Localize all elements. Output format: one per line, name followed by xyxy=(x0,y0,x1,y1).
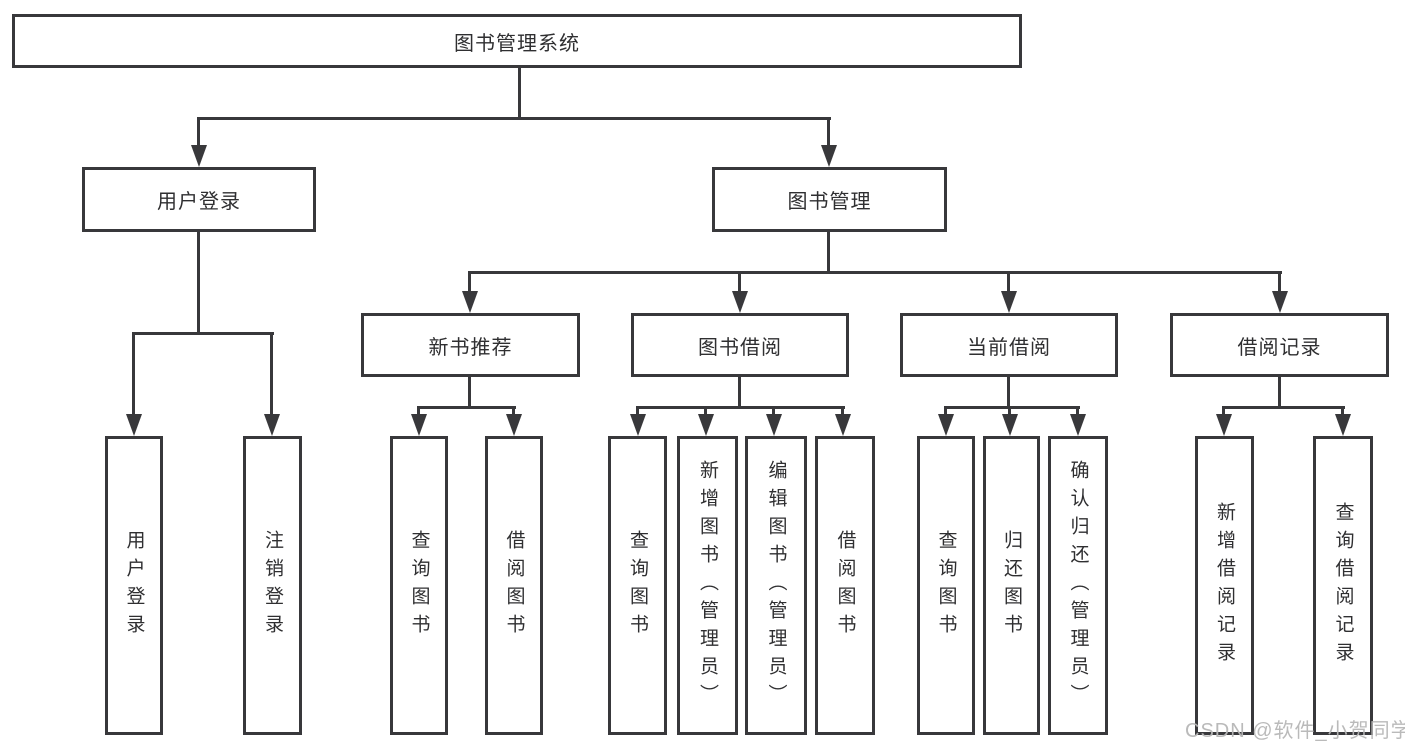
node-book-borrow: 图书借阅 xyxy=(631,313,849,377)
arrowhead-current-query xyxy=(938,414,954,436)
node-book-management: 图书管理 xyxy=(712,167,947,232)
edge-rec-stem xyxy=(468,377,471,409)
arrowhead-book-management xyxy=(821,145,837,167)
leaf-label: 查询图书 xyxy=(627,529,648,642)
node-new-book-recommend: 新书推荐 xyxy=(361,313,580,377)
arrowhead-user-login xyxy=(191,145,207,167)
leaf-add-borrow-record: 新增借阅记录 xyxy=(1195,436,1254,735)
edge-drop-rec-query xyxy=(417,406,420,418)
edge-drop-current-confirm xyxy=(1076,406,1079,418)
leaf-label: 编辑图书（管理员） xyxy=(765,459,787,712)
node-label: 图书管理系统 xyxy=(454,32,580,55)
edge-drop-user-login xyxy=(197,117,200,148)
leaf-label: 借阅图书 xyxy=(503,529,525,642)
edge-drop-book-borrow xyxy=(738,271,741,295)
node-label: 图书管理 xyxy=(787,191,872,213)
edge-rec-bar xyxy=(417,406,516,409)
node-user-login: 用户登录 xyxy=(82,167,316,232)
leaf-label: 注销登录 xyxy=(262,529,283,642)
edge-drop-record-add xyxy=(1222,406,1225,418)
leaf-borrow-book-recommend: 借阅图书 xyxy=(485,436,543,735)
leaf-label: 用户登录 xyxy=(123,529,145,642)
arrowhead-current-return xyxy=(1002,414,1018,436)
node-borrow-record: 借阅记录 xyxy=(1170,313,1389,377)
leaf-confirm-return-admin: 确认归还（管理员） xyxy=(1048,436,1108,735)
leaf-label: 查询图书 xyxy=(408,529,430,642)
leaf-return-book: 归还图书 xyxy=(983,436,1040,735)
edge-mgmt-bar xyxy=(468,271,1282,274)
edge-drop-rec-borrow xyxy=(512,406,515,418)
arrowhead-borrow-add xyxy=(698,414,714,436)
arrowhead-rec-query xyxy=(411,414,427,436)
edge-drop-current-query xyxy=(944,406,947,418)
edge-drop-borrow-edit xyxy=(772,406,775,418)
edge-login-bar xyxy=(132,332,274,335)
leaf-user-login: 用户登录 xyxy=(105,436,163,735)
arrowhead-rec-borrow xyxy=(506,414,522,436)
edge-root-bar xyxy=(197,117,831,120)
edge-drop-new-book-recommend xyxy=(468,271,471,295)
leaf-query-book-recommend: 查询图书 xyxy=(390,436,448,735)
node-library-management-system: 图书管理系统 xyxy=(12,14,1022,68)
arrowhead-user-login-leaf xyxy=(126,414,142,436)
edge-current-bar xyxy=(944,406,1080,409)
leaf-query-book-current: 查询图书 xyxy=(917,436,975,735)
arrowhead-record-query xyxy=(1335,414,1351,436)
leaf-edit-book-admin: 编辑图书（管理员） xyxy=(745,436,807,735)
arrowhead-current-borrow xyxy=(1001,291,1017,313)
leaf-query-book-borrow: 查询图书 xyxy=(608,436,667,735)
edge-login-stem xyxy=(197,232,200,335)
edge-borrow-stem xyxy=(738,377,741,409)
edge-root-stem xyxy=(518,68,521,119)
leaf-label: 查询图书 xyxy=(935,529,957,642)
node-label: 当前借阅 xyxy=(967,336,1051,359)
arrowhead-current-confirm xyxy=(1070,414,1086,436)
edge-drop-borrow-query xyxy=(636,406,639,418)
edge-record-stem xyxy=(1278,377,1281,409)
arrowhead-book-borrow xyxy=(732,291,748,313)
leaf-label: 新增图书（管理员） xyxy=(697,459,718,712)
edge-mgmt-stem xyxy=(827,232,830,273)
node-label: 新书推荐 xyxy=(428,336,513,359)
leaf-borrow-book: 借阅图书 xyxy=(815,436,875,735)
arrowhead-borrow-borrow xyxy=(835,414,851,436)
edge-drop-borrow-record xyxy=(1278,271,1281,295)
edge-drop-current-return xyxy=(1008,406,1011,418)
arrowhead-logout-leaf xyxy=(264,414,280,436)
leaf-label: 确认归还（管理员） xyxy=(1067,459,1089,712)
edge-current-stem xyxy=(1007,377,1010,409)
edge-drop-borrow-borrow xyxy=(841,406,844,418)
node-label: 图书借阅 xyxy=(698,336,782,359)
leaf-label: 归还图书 xyxy=(1001,529,1022,642)
node-current-borrow: 当前借阅 xyxy=(900,313,1118,377)
leaf-label: 查询借阅记录 xyxy=(1332,501,1354,670)
edge-record-bar xyxy=(1222,406,1345,409)
arrowhead-borrow-query xyxy=(630,414,646,436)
arrowhead-borrow-record xyxy=(1272,291,1288,313)
csdn-watermark: CSDN @软件_小贺同学 xyxy=(1185,720,1405,742)
edge-drop-user-login-leaf xyxy=(132,332,135,416)
edge-drop-current-borrow xyxy=(1007,271,1010,295)
edge-drop-logout-leaf xyxy=(270,332,273,416)
arrowhead-new-book-recommend xyxy=(462,291,478,313)
arrowhead-record-add xyxy=(1216,414,1232,436)
leaf-label: 新增借阅记录 xyxy=(1214,501,1235,670)
edge-borrow-bar xyxy=(636,406,845,409)
arrowhead-borrow-edit xyxy=(766,414,782,436)
leaf-add-book-admin: 新增图书（管理员） xyxy=(677,436,738,735)
node-label: 借阅记录 xyxy=(1237,336,1322,359)
leaf-logout: 注销登录 xyxy=(243,436,302,735)
edge-drop-borrow-add xyxy=(704,406,707,418)
edge-drop-record-query xyxy=(1341,406,1344,418)
leaf-query-borrow-record: 查询借阅记录 xyxy=(1313,436,1373,735)
node-label: 用户登录 xyxy=(157,191,241,213)
leaf-label: 借阅图书 xyxy=(834,529,856,642)
edge-drop-book-management xyxy=(827,117,830,148)
